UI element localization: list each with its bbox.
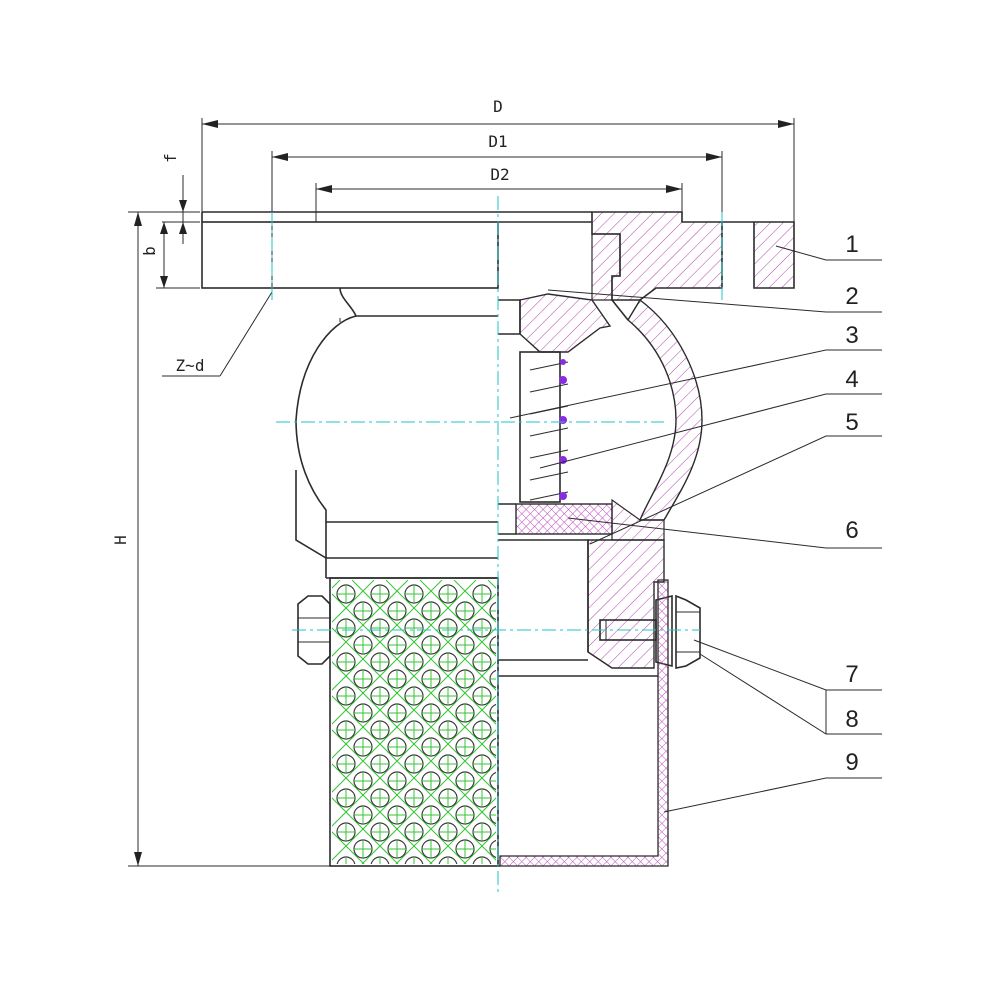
mesh-line (332, 627, 496, 793)
callout-5: 5 (845, 409, 858, 436)
mesh-line (419, 580, 496, 657)
dimension-H: H (111, 211, 330, 867)
centerlines (271, 196, 723, 892)
mesh-line (332, 831, 365, 864)
mesh-line (0, 580, 272, 880)
callout-9: 9 (845, 749, 858, 776)
spring (529, 359, 569, 501)
mesh-line (0, 580, 204, 880)
dimension-D: D (201, 97, 795, 288)
mesh-line (429, 797, 496, 864)
dimension-b: b (140, 222, 200, 289)
dimension-D2: D2 (315, 165, 683, 222)
callout-7: 7 (845, 661, 858, 688)
mesh-line (332, 729, 467, 864)
label-b: b (140, 246, 159, 256)
label-D: D (493, 97, 503, 116)
mesh-line (12, 580, 312, 880)
mesh-line (332, 580, 341, 589)
mesh-line (332, 661, 496, 827)
mesh-line (6, 580, 306, 880)
dimension-f: f (161, 153, 200, 244)
mesh-line (332, 580, 409, 657)
mesh-line (332, 763, 433, 864)
screen-mesh (0, 580, 924, 880)
callout-1: 1 (845, 231, 858, 258)
mesh-line (624, 580, 924, 880)
label-f: f (161, 153, 180, 163)
mesh-line (332, 580, 375, 623)
callout-8: 8 (845, 706, 858, 733)
callouts: 1 2 3 4 5 6 7 8 9 (509, 231, 882, 813)
label-Zd: Z~d (176, 356, 205, 375)
label-D1: D1 (488, 132, 507, 151)
callout-6: 6 (845, 517, 858, 544)
mesh-line (332, 797, 399, 864)
mesh-line (332, 695, 496, 861)
mesh-line (332, 695, 496, 861)
callout-2: 2 (845, 283, 858, 310)
mesh-line (332, 627, 496, 793)
label-H: H (111, 535, 130, 545)
mesh-line (46, 580, 346, 880)
mesh-line (395, 763, 496, 864)
dimension-Zd: Z~d (162, 291, 273, 377)
screen-mesh-lines (0, 580, 924, 880)
dimension-D1: D1 (271, 132, 723, 212)
mesh-line (332, 580, 443, 691)
valve-exterior-left (201, 211, 499, 867)
mesh-line (332, 661, 496, 827)
label-D2: D2 (490, 165, 509, 184)
mesh-line (0, 580, 238, 880)
valve-section-right (498, 211, 795, 867)
callout-3: 3 (845, 322, 858, 349)
mesh-line (361, 729, 496, 864)
callout-4: 4 (845, 366, 858, 393)
